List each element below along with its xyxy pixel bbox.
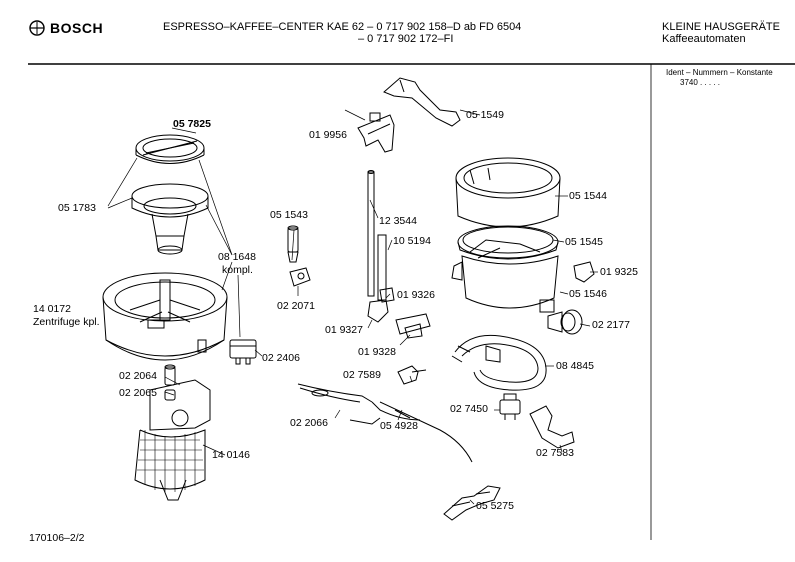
category-line2: Kaffeeautomaten <box>662 33 746 45</box>
knob-part <box>547 309 583 335</box>
motor-part <box>134 379 211 501</box>
part-label-022066: 02 2066 <box>290 417 328 429</box>
part-label-022065: 02 2065 <box>119 387 157 399</box>
wire-parts <box>297 383 473 463</box>
document-title-line2: – 0 717 902 172–FI <box>358 33 454 45</box>
part-label-019326: 01 9326 <box>397 289 435 301</box>
centrifuge-part <box>102 272 228 361</box>
ident-value: 3740 . . . . . <box>680 78 721 87</box>
part-label-019327: 01 9327 <box>325 324 363 336</box>
leader-lines <box>107 109 598 505</box>
part-label-140172: 14 0172 <box>33 303 71 315</box>
part-label-051549: 05 1549 <box>466 109 504 121</box>
part-label-084845: 08 4845 <box>556 360 594 372</box>
seal-part <box>457 225 559 260</box>
part-label-022177: 02 2177 <box>592 319 630 331</box>
part-label-019956: 01 9956 <box>309 129 347 141</box>
part-label-051546: 05 1546 <box>569 288 607 300</box>
pin-and-nut-parts <box>287 225 311 287</box>
part-label-051783: 05 1783 <box>58 202 96 214</box>
part-label-140146: 14 0146 <box>212 449 250 461</box>
part-label-022406: 02 2406 <box>262 352 300 364</box>
document-title-line1: ESPRESSO–KAFFEE–CENTER KAE 62 – 0 717 90… <box>163 21 522 33</box>
part-label-123544: 12 3544 <box>379 215 417 227</box>
part-label-051544: 05 1544 <box>569 190 607 202</box>
filter-ring-part <box>135 134 205 164</box>
ribbon-part <box>443 485 501 521</box>
container-part <box>455 157 561 228</box>
thermostat-part <box>499 393 521 420</box>
part-label-105194: 10 5194 <box>393 235 431 247</box>
part-label-022071: 02 2071 <box>277 300 315 312</box>
part-label-027450: 02 7450 <box>450 403 488 415</box>
part-label-027589: 02 7589 <box>343 369 381 381</box>
part-label-081648: 08 1648 <box>218 251 256 263</box>
part-label-051543: 05 1543 <box>270 209 308 221</box>
small-clip-part <box>397 365 427 385</box>
category-line1: KLEINE HAUSGERÄTE <box>662 21 780 33</box>
brand-logo-text: BOSCH <box>50 20 104 36</box>
fitting-parts <box>367 287 431 339</box>
part-label-019328: 01 9328 <box>358 346 396 358</box>
pin-parts <box>164 364 176 401</box>
switch-part <box>229 339 257 365</box>
lever-part <box>383 77 461 127</box>
ident-label: Ident – Nummern – Konstante <box>666 68 773 77</box>
filter-basket-part <box>131 183 209 255</box>
part-label-022064: 02 2064 <box>119 370 157 382</box>
clip-part <box>357 112 395 153</box>
tube-part <box>367 170 387 301</box>
small-bracket-part <box>573 261 595 283</box>
part-label-027583: 02 7583 <box>536 447 574 459</box>
part-label-051545: 05 1545 <box>565 236 603 248</box>
part-label-057825: 05 7825 <box>173 118 211 130</box>
part-label-054928: 05 4928 <box>380 420 418 432</box>
heating-element-part <box>451 334 547 391</box>
bosch-logo-icon <box>29 20 45 36</box>
part-label-055275: 05 5275 <box>476 500 514 512</box>
part-label-019325: 01 9325 <box>600 266 638 278</box>
housing-part <box>451 239 559 313</box>
part-label-140172-sub: Zentrifuge kpl. <box>33 316 100 328</box>
page-code: 170106–2/2 <box>29 532 85 544</box>
part-label-081648-sub: kompl. <box>222 264 253 276</box>
spring-bracket-part <box>529 405 575 449</box>
